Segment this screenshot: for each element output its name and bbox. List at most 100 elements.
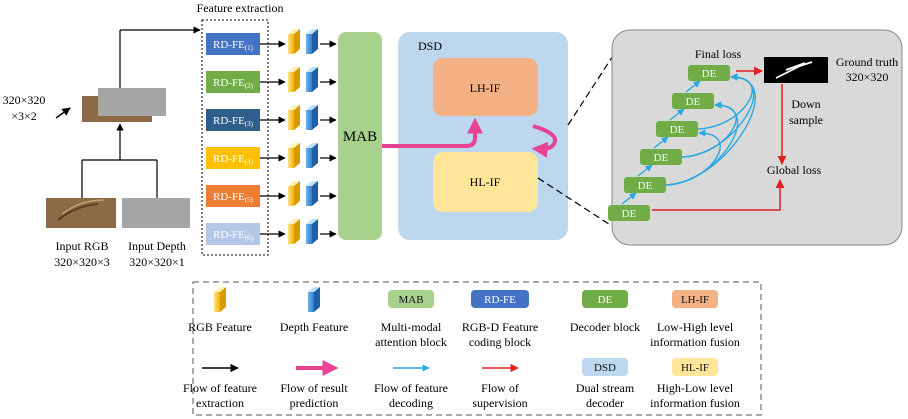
de-label: DE	[686, 96, 701, 108]
legend-label: supervision	[472, 396, 527, 410]
zoom-line-bottom	[537, 177, 619, 231]
ground-truth-crack	[775, 61, 813, 79]
zoom-line-top	[567, 47, 619, 126]
rgb-feature-icon	[288, 29, 300, 54]
depth-feature-icon	[306, 181, 318, 206]
decoding-flow-arrow	[637, 164, 653, 177]
legend-label: Flow of	[481, 381, 519, 395]
legend-box	[582, 358, 628, 376]
final-loss-label: Final loss	[695, 47, 742, 61]
de-block	[672, 93, 714, 109]
decoding-skip-arrow	[695, 73, 753, 130]
mab-block	[338, 32, 382, 240]
ground-truth-line1: Ground truth	[836, 55, 898, 69]
input-depth-size: 320×320×1	[129, 255, 185, 269]
de-label: DE	[670, 124, 685, 136]
de-block	[688, 65, 730, 81]
ground-truth-image	[764, 57, 828, 83]
rd-fe-block	[206, 185, 260, 207]
rgb-feature-icon	[288, 219, 300, 244]
stacked-input-image	[82, 88, 166, 122]
rd-fe-label: RD-FE(3)	[213, 115, 254, 128]
legend-frame	[192, 281, 762, 416]
decoder-blocks: DE DE DE DE DE DE	[608, 65, 730, 221]
legend-label: RGB-D Feature	[462, 320, 538, 334]
input-rgb-size: 320×320×3	[54, 255, 110, 269]
input-rgb-image	[46, 198, 116, 228]
de-label: DE	[638, 180, 653, 192]
legend-label: Dual stream	[576, 381, 635, 395]
legend-label: Low-High level	[657, 320, 734, 334]
rd-fe-block	[206, 109, 260, 131]
rgb-feature-icon	[288, 143, 300, 168]
de-block	[640, 149, 682, 165]
rd-fe-label: RD-FE(4)	[213, 153, 254, 166]
hl-if-label: HL-IF	[470, 175, 501, 189]
legend-label: Decoder block	[570, 320, 640, 334]
legend-label: Multi-modal	[381, 320, 442, 334]
de-label: DE	[702, 68, 717, 80]
legend-box-label: DSD	[594, 362, 616, 374]
ground-truth-line2: 320×320	[846, 70, 889, 84]
legend-box-label: MAB	[398, 294, 423, 306]
stack-pointer-arrow	[55, 107, 71, 119]
depth-feature-icon	[306, 105, 318, 130]
legend-label: decoder	[586, 396, 624, 410]
result-flow-lh-to-hl	[531, 124, 557, 158]
de-label: DE	[654, 152, 669, 164]
depth-feature-icon	[306, 143, 318, 168]
decoding-flow-arrow	[621, 192, 637, 205]
feature-extraction-frame	[201, 19, 269, 256]
rd-fe-label: RD-FE(6)	[213, 229, 254, 242]
legend-label: Flow of feature	[183, 381, 257, 395]
rd-fe-blocks: RD-FE(1) RD-FE(2) RD-FE(3) RD-FE(4) RD-FE(5)…	[206, 29, 337, 245]
decoder-panel	[611, 29, 903, 246]
legend-box	[672, 358, 718, 376]
hl-if-block	[433, 152, 538, 212]
rd-fe-label: RD-FE(5)	[213, 191, 254, 204]
legend-box-label: RD-FE	[484, 294, 516, 306]
down-sample-line1: Down	[791, 97, 820, 111]
legend-box	[672, 290, 718, 308]
stack-size-line2: ×3×2	[11, 109, 37, 123]
de-label: DE	[622, 208, 637, 220]
legend-box-label: DE	[598, 294, 613, 306]
legend-box-label: HL-IF	[681, 362, 709, 374]
decoder-flow-arrows	[621, 73, 756, 205]
legend-label: decoding	[389, 396, 433, 410]
feature-extraction-title: Feature extraction	[197, 1, 284, 15]
depth-feature-icon	[306, 29, 318, 54]
rd-fe-label: RD-FE(1)	[213, 39, 254, 52]
legend-label: Flow of feature	[374, 381, 448, 395]
legend-label: Depth Feature	[280, 320, 348, 334]
legend-label: extraction	[196, 396, 244, 410]
legend-rgb-feature-icon	[214, 287, 226, 312]
legend-label: information fusion	[650, 335, 740, 349]
legend-box	[582, 290, 628, 308]
result-flow-mab-to-lh	[382, 117, 483, 148]
legend-label: RGB Feature	[188, 320, 252, 334]
dsd-title: DSD	[418, 39, 442, 53]
rd-fe-block	[206, 223, 260, 245]
rgb-feature-icon	[288, 181, 300, 206]
decoding-flow-arrow	[669, 108, 685, 121]
input-merge-lines	[81, 123, 158, 198]
mab-label: MAB	[343, 129, 377, 145]
stack-size-line1: 320×320	[3, 93, 46, 107]
legend-box	[471, 290, 529, 308]
de-block	[656, 121, 698, 137]
legend-label: attention block	[375, 335, 447, 349]
legend-box-label: LH-IF	[681, 294, 709, 306]
depth-feature-icon	[306, 219, 318, 244]
decoding-flow-arrow	[653, 136, 669, 149]
rd-fe-block	[206, 147, 260, 169]
legend-label: information fusion	[650, 396, 740, 410]
decoding-flow-arrow	[685, 80, 701, 93]
down-sample-line2: sample	[789, 113, 823, 127]
supervision-bottom-arrow	[652, 179, 785, 211]
input-depth-image	[122, 198, 190, 228]
rd-fe-label: RD-FE(2)	[213, 77, 254, 90]
rgb-feature-icon	[288, 67, 300, 92]
input-to-fe-line	[119, 26, 201, 88]
